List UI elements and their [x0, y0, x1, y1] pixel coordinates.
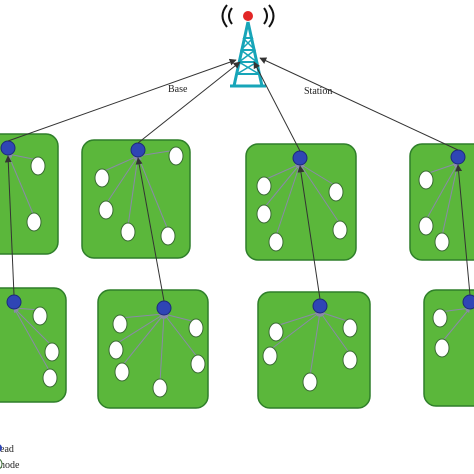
sensor-node	[434, 232, 450, 252]
member-link	[7, 153, 35, 217]
sensor-node	[302, 372, 318, 392]
inter-cluster-arrow	[135, 157, 165, 302]
sensor-node	[342, 318, 358, 338]
cluster-4	[409, 143, 474, 261]
uplink-arrow	[253, 61, 301, 152]
inter-cluster-arrow	[297, 165, 321, 300]
member-link	[441, 162, 460, 237]
cluster-head	[156, 300, 172, 316]
member-link	[269, 311, 321, 351]
member-link	[319, 311, 351, 355]
member-link	[275, 163, 301, 237]
member-link	[163, 313, 199, 359]
inter-cluster-arrow	[455, 164, 471, 296]
legend-cluster-head-label: ead	[0, 444, 14, 455]
sensor-node	[432, 308, 448, 328]
sensor-node	[418, 216, 434, 236]
sensor-node	[44, 342, 60, 362]
uplinks	[4, 57, 471, 302]
sensor-node	[190, 354, 206, 374]
member-link	[119, 311, 165, 319]
sensor-node	[42, 368, 58, 388]
sensor-node	[434, 338, 450, 358]
sensor-node	[256, 204, 272, 224]
cluster-2	[81, 139, 191, 259]
member-link	[13, 307, 51, 373]
cluster-area	[245, 143, 357, 261]
cluster-3	[245, 143, 357, 261]
member-link	[309, 311, 322, 377]
sensor-node	[160, 226, 176, 246]
cluster-1	[0, 133, 59, 255]
member-link	[101, 155, 139, 173]
sensor-node	[26, 212, 42, 232]
sensor-node	[30, 156, 46, 176]
sensor-node	[112, 314, 128, 334]
member-link	[319, 311, 351, 323]
inter-cluster-arrow	[4, 155, 15, 296]
member-link	[159, 313, 167, 383]
member-link	[441, 307, 471, 343]
sensor-node	[168, 146, 184, 166]
sensor-node	[32, 306, 48, 326]
member-link	[105, 155, 139, 205]
sensor-node	[268, 232, 284, 252]
member-link	[127, 155, 140, 227]
cluster-8	[423, 289, 474, 407]
sensor-node	[94, 168, 110, 188]
sensor-node	[256, 176, 272, 196]
cluster-5	[0, 287, 67, 403]
cluster-head	[292, 150, 308, 166]
legend-sensor-node-icon	[0, 459, 3, 469]
member-link	[115, 313, 165, 345]
base-label: Base	[168, 84, 188, 95]
cluster-head	[462, 294, 474, 310]
sensor-node	[342, 350, 358, 370]
sensor-node	[262, 346, 278, 366]
uplink-arrow	[137, 61, 241, 144]
cluster-head	[130, 142, 146, 158]
uplink-arrow	[7, 58, 237, 142]
member-link	[163, 312, 197, 323]
member-link	[13, 307, 53, 347]
member-link	[299, 163, 341, 225]
sensor-node	[268, 322, 284, 342]
sensor-node	[152, 378, 168, 398]
member-link	[425, 162, 459, 175]
member-link	[299, 163, 337, 187]
cluster-6	[97, 289, 209, 409]
cluster-area	[81, 139, 191, 259]
sensor-node	[328, 182, 344, 202]
station-label: Station	[304, 86, 332, 97]
sensor-node	[120, 222, 136, 242]
clusters	[0, 133, 474, 409]
cluster-head	[312, 298, 328, 314]
member-link	[137, 155, 169, 231]
sensor-node	[332, 220, 348, 240]
cluster-head	[450, 149, 466, 165]
cluster-head	[6, 294, 22, 310]
cluster-7	[257, 291, 371, 409]
member-link	[425, 162, 459, 221]
sensor-node	[114, 362, 130, 382]
cluster-head	[0, 140, 16, 156]
sensor-node	[108, 340, 124, 360]
sensor-node	[188, 318, 204, 338]
member-link	[121, 313, 165, 367]
member-link	[263, 163, 301, 209]
member-link	[263, 163, 301, 181]
uplink-arrow	[259, 57, 459, 151]
sensor-node	[418, 170, 434, 190]
base-station-tower-icon	[221, 4, 275, 88]
legend-sensor-node-label: node	[0, 460, 20, 471]
legend-cluster-head-icon	[0, 444, 2, 452]
member-link	[275, 310, 321, 327]
sensor-node	[98, 200, 114, 220]
